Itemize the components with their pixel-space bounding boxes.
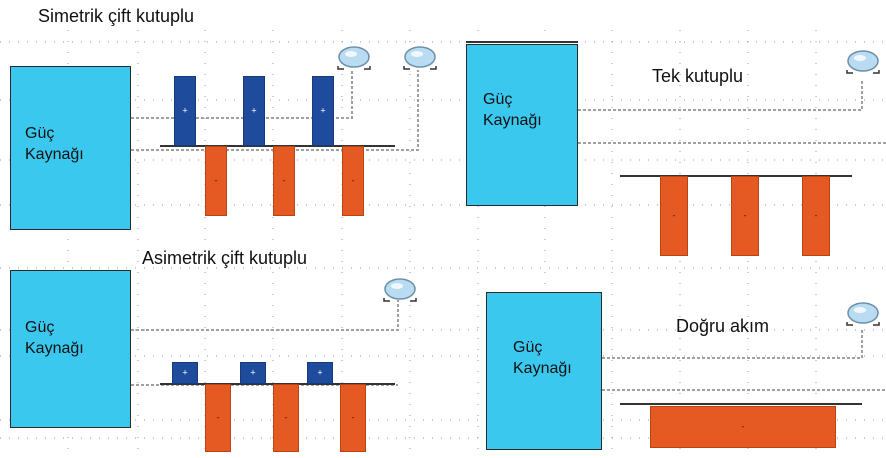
- electrode-icon: [383, 278, 417, 302]
- electrode-icon: [337, 46, 371, 70]
- power-source-label: Güç Kaynağı: [513, 337, 572, 379]
- title-asymmetric: Asimetrik çift kutuplu: [142, 248, 308, 268]
- power-source-line1: Güç: [25, 125, 55, 142]
- power-source-line2: Kaynağı: [513, 360, 572, 377]
- title-monopolar: Tek kutuplu: [652, 66, 744, 86]
- title-direct: Doğru akım: [676, 316, 770, 336]
- positive-pulse: +: [243, 76, 265, 146]
- power-source-line2: Kaynağı: [25, 146, 84, 163]
- electrode-icon: [846, 50, 880, 74]
- positive-pulse: +: [312, 76, 334, 146]
- negative-pulse: -: [660, 176, 688, 256]
- negative-pulse: -: [731, 176, 759, 256]
- wire-symmetric-upper: [131, 70, 353, 119]
- wire-direct-upper: [602, 330, 863, 359]
- wire-asymmetric-upper: [131, 300, 399, 331]
- power-source-line1: Güç: [513, 339, 543, 356]
- negative-pulse: -: [342, 146, 364, 216]
- negative-pulse: -: [205, 146, 227, 216]
- direct-current-bar: -: [650, 406, 836, 448]
- negative-pulse: -: [340, 384, 366, 452]
- power-source-line1: Güç: [25, 319, 55, 336]
- power-source-direct: Güç Kaynağı: [486, 292, 602, 450]
- positive-pulse: +: [307, 362, 333, 384]
- negative-pulse: -: [273, 384, 299, 452]
- power-source-asymmetric: Güç Kaynağı: [10, 270, 131, 428]
- power-source-line2: Kaynağı: [25, 340, 84, 357]
- negative-pulse: -: [205, 384, 231, 452]
- power-source-line1: Güç: [483, 91, 513, 108]
- positive-pulse: +: [172, 362, 198, 384]
- positive-pulse: +: [240, 362, 266, 384]
- title-symmetric: Simetrik çift kutuplu: [38, 6, 195, 26]
- negative-pulse: -: [802, 176, 830, 256]
- power-source-label: Güç Kaynağı: [483, 89, 542, 131]
- electrode-icon: [846, 302, 880, 326]
- power-source-line2: Kaynağı: [483, 112, 542, 129]
- power-source-label: Güç Kaynağı: [25, 123, 84, 165]
- positive-pulse: +: [174, 76, 196, 146]
- power-source-symmetric: Güç Kaynağı: [10, 66, 131, 230]
- negative-pulse: -: [273, 146, 295, 216]
- power-source-label: Güç Kaynağı: [25, 317, 84, 359]
- electrode-icon: [403, 46, 437, 70]
- power-source-monopolar: Güç Kaynağı: [466, 44, 578, 206]
